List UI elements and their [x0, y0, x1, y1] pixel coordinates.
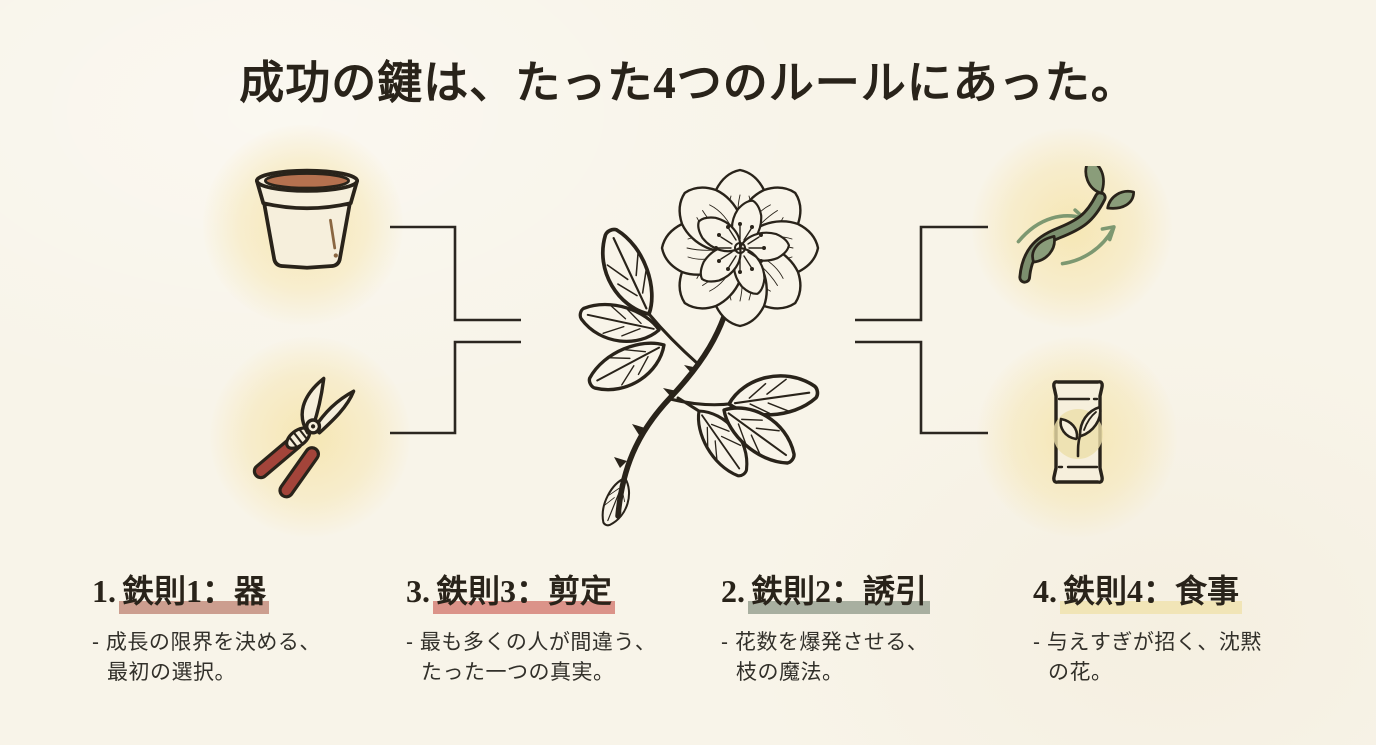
rule-number: 2.	[721, 573, 745, 609]
rose-illustration	[528, 148, 860, 540]
rule-number: 1.	[92, 573, 116, 609]
rule-description: - 成長の限界を決める、 最初の選択。	[92, 631, 321, 685]
rule-title: 鉄則2：誘引	[747, 566, 931, 614]
flower-pot-icon	[243, 152, 371, 280]
page-title: 成功の鍵は、たった4つのルールにあった。	[239, 58, 1137, 108]
rule-section-1: 1.鉄則1：器 - 成長の限界を決める、 最初の選択。	[92, 566, 400, 689]
rule-description: - 最も多くの人が間違う、 たった一つの真実。	[406, 631, 657, 685]
rule-title: 鉄則4：食事	[1059, 566, 1243, 614]
rule-title: 鉄則1：器	[118, 566, 270, 614]
rule-heading: 2.鉄則2：誘引	[721, 566, 1029, 614]
rule-heading: 1.鉄則1：器	[92, 566, 400, 614]
rule-description: - 花数を爆発させる、 枝の魔法。	[721, 631, 929, 685]
pruning-shears-icon	[248, 372, 376, 500]
rule-description: - 与えすぎが招く、沈黙 の花。	[1033, 631, 1262, 685]
fertilizer-bag-icon	[1028, 366, 1128, 498]
rule-section-4: 4.鉄則4：食事 - 与えすぎが招く、沈黙 の花。	[1033, 566, 1341, 689]
rule-section-2: 2.鉄則2：誘引 - 花数を爆発させる、 枝の魔法。	[721, 566, 1029, 689]
rule-heading: 4.鉄則4：食事	[1033, 566, 1341, 614]
rule-number: 3.	[406, 573, 430, 609]
training-vine-arrows-icon	[1010, 166, 1136, 292]
rule-number: 4.	[1033, 573, 1057, 609]
rule-title: 鉄則3：剪定	[432, 566, 616, 614]
rule-heading: 3.鉄則3：剪定	[406, 566, 714, 614]
rule-section-3: 3.鉄則3：剪定 - 最も多くの人が間違う、 たった一つの真実。	[406, 566, 714, 689]
